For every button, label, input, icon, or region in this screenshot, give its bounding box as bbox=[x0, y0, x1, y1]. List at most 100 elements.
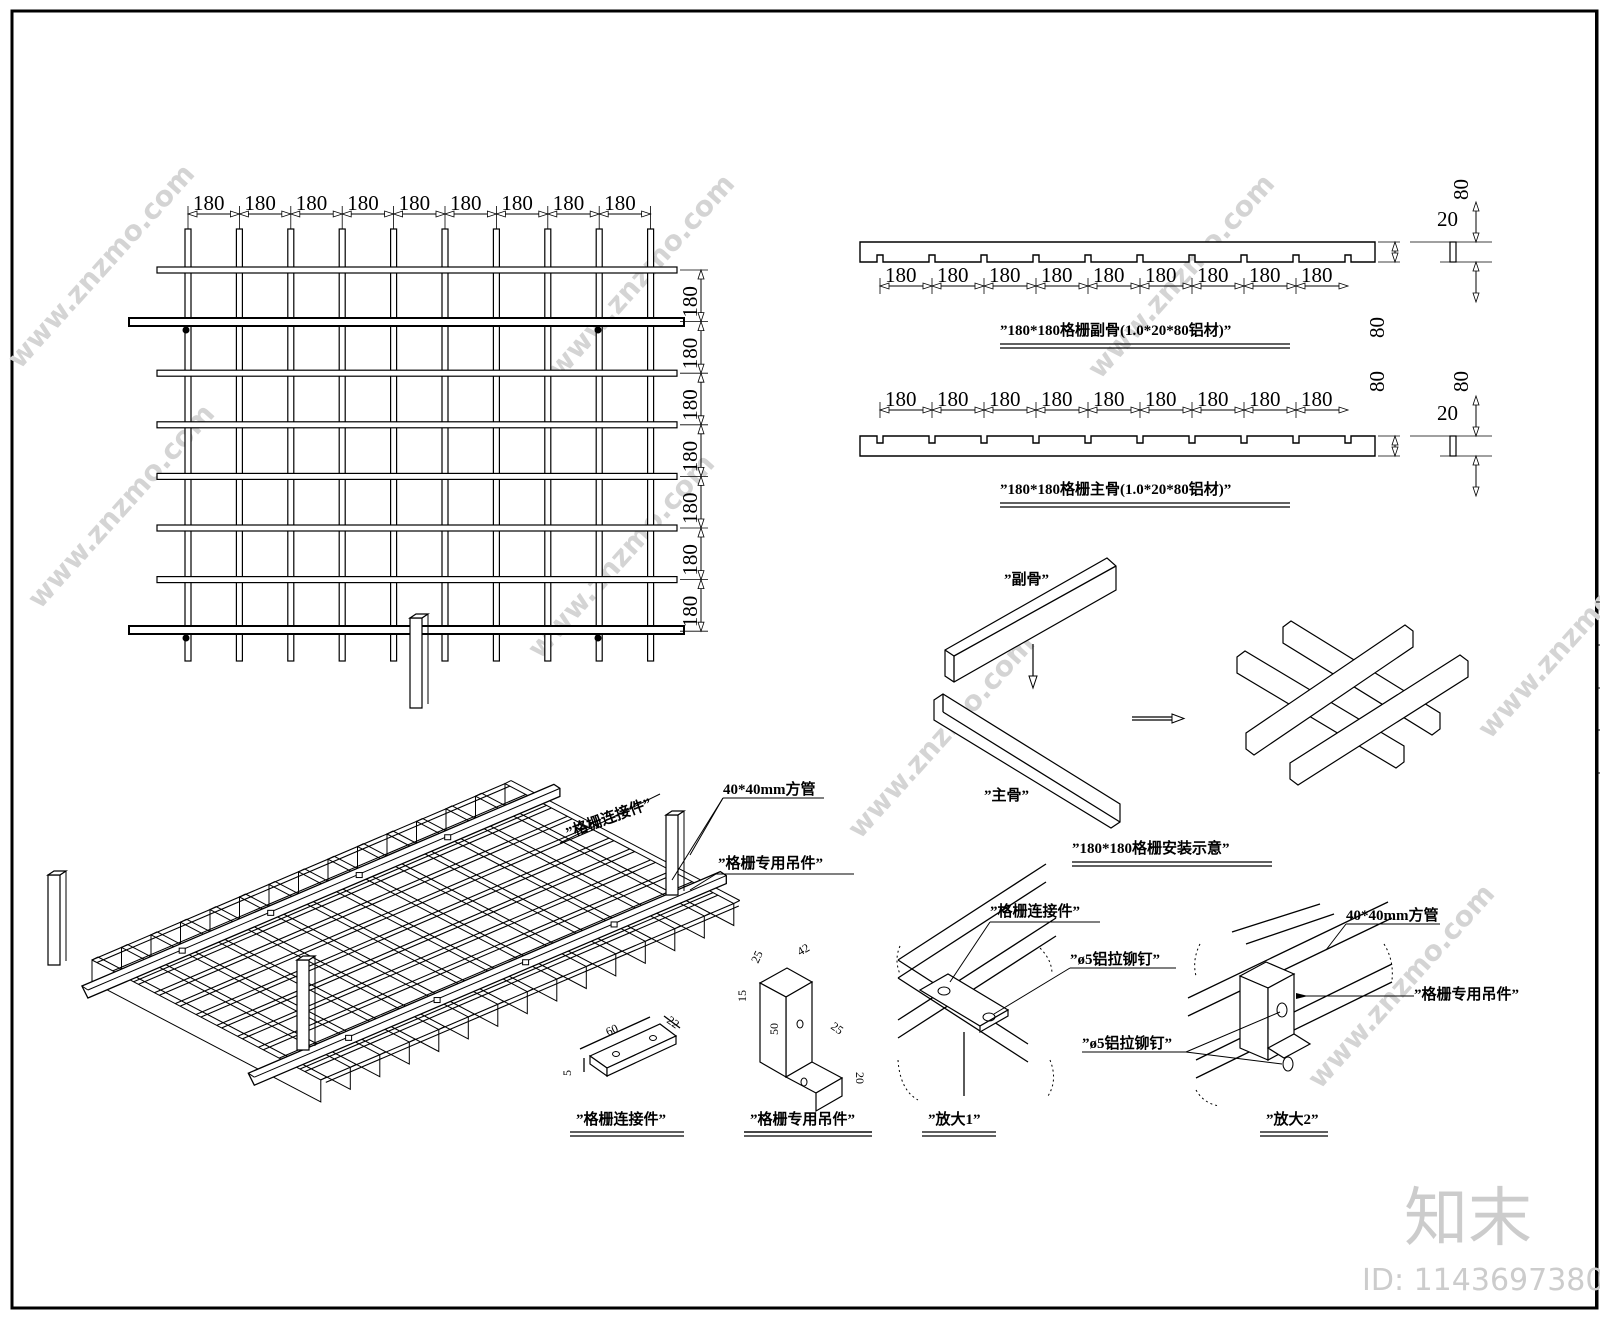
hanger-caption: ”格栅专用吊件” bbox=[750, 1110, 855, 1128]
iso-connector bbox=[522, 959, 530, 966]
plan-carrier-tube bbox=[128, 625, 685, 635]
iso-hanger-post bbox=[665, 814, 679, 896]
iso-cross-slat bbox=[133, 804, 547, 983]
iso-cross-slat bbox=[174, 826, 589, 1005]
detail2-tube-label: 40*40mm方管 bbox=[1346, 906, 1439, 924]
iso-carrier-tube bbox=[247, 870, 727, 1087]
connector-dim-thick: 5 bbox=[560, 1070, 574, 1076]
hanger-dim-b: 42 bbox=[795, 940, 812, 958]
plan-right-dim-label: 180 bbox=[678, 596, 702, 628]
watermark-text: www.znzmo.com bbox=[1471, 527, 1600, 745]
install-main-label: ”主骨” bbox=[984, 786, 1029, 804]
hanger-dim-c: 15 bbox=[735, 990, 749, 1002]
detail2-caption: ”放大2” bbox=[1266, 1110, 1319, 1128]
iso-connector bbox=[178, 947, 186, 954]
main-bone-height: 80 bbox=[1365, 371, 1389, 392]
iso-connector bbox=[433, 997, 441, 1004]
bone-dim-label: 180 bbox=[989, 387, 1021, 411]
iso-cross-slat bbox=[112, 793, 527, 972]
plan-vertical-slat bbox=[184, 228, 192, 662]
sub-bone-height: 80 bbox=[1365, 317, 1389, 338]
install-diagram bbox=[933, 557, 1469, 829]
plan-top-dim-label: 180 bbox=[244, 191, 276, 215]
iso-hanger-post bbox=[296, 959, 310, 1051]
iso-cross-slat bbox=[299, 892, 714, 1070]
bone-dim-label: 180 bbox=[937, 263, 969, 287]
bone-dim-label: 180 bbox=[937, 387, 969, 411]
hanger-dim-f: 20 bbox=[853, 1072, 867, 1084]
plan-top-dim-label: 180 bbox=[553, 191, 585, 215]
bone-dim-label: 180 bbox=[1249, 263, 1281, 287]
plan-top-dim-label: 180 bbox=[501, 191, 533, 215]
connector-part bbox=[579, 1015, 681, 1078]
plan-top-dim-label: 180 bbox=[604, 191, 636, 215]
bone-dim-label: 180 bbox=[1197, 387, 1229, 411]
iso-hanger-post bbox=[409, 617, 423, 709]
iso-connector-leader bbox=[559, 793, 661, 844]
hanger-dim-e: 25 bbox=[828, 1019, 846, 1037]
iso-connector bbox=[355, 872, 363, 879]
title-block-fragment bbox=[1596, 601, 1600, 774]
bone-dim-label: 180 bbox=[885, 263, 917, 287]
plan-hanger-point bbox=[594, 634, 602, 642]
plan-horizontal-slat bbox=[156, 575, 678, 584]
detail2-hanger-label: ”格栅专用吊件” bbox=[1414, 985, 1519, 1003]
install-assembled-sub-1 bbox=[1245, 624, 1414, 756]
plan-right-dim-label: 180 bbox=[678, 286, 702, 318]
iso-tube-label: 40*40mm方管 bbox=[723, 780, 816, 798]
plan-top-dim-label: 180 bbox=[450, 191, 482, 215]
install-sub-bone bbox=[944, 557, 1117, 683]
plan-vertical-slat bbox=[235, 228, 243, 662]
install-caption: ”180*180格栅安装示意” bbox=[1072, 839, 1230, 857]
plan-right-dim-label: 180 bbox=[678, 338, 702, 370]
sub-bone-caption: ”180*180格栅副骨(1.0*20*80铝材)” bbox=[1000, 321, 1231, 339]
iso-cross-slat bbox=[91, 783, 506, 961]
plan-vertical-slat bbox=[441, 228, 449, 662]
detail-2-view bbox=[1187, 901, 1393, 1107]
detail1-connector-label: ”格栅连接件” bbox=[990, 902, 1080, 920]
bone-dim-label: 180 bbox=[1301, 263, 1333, 287]
iso-hanger-label: ”格栅专用吊件” bbox=[718, 854, 823, 872]
main-bone-section-height: 80 bbox=[1449, 371, 1473, 392]
sub-bone-section-width: 20 bbox=[1437, 207, 1458, 231]
detail-1-view bbox=[896, 863, 1057, 1101]
install-assembled-sub-2 bbox=[1289, 654, 1469, 786]
iso-hanger-post bbox=[47, 874, 61, 966]
bone-dim-label: 180 bbox=[1301, 387, 1333, 411]
plan-hanger-point bbox=[182, 326, 190, 334]
isometric-grid-view bbox=[46, 613, 741, 1103]
plan-hanger-point bbox=[594, 326, 602, 334]
watermark-id: ID: 1143697380 bbox=[1362, 1263, 1600, 1298]
bone-dim-label: 180 bbox=[1249, 387, 1281, 411]
sub-bone-section-height: 80 bbox=[1449, 179, 1473, 200]
plan-vertical-slat bbox=[492, 228, 500, 662]
sub-bone-elevation bbox=[859, 241, 1376, 263]
watermark-text: www.znzmo.com bbox=[1, 157, 202, 375]
bone-section bbox=[1449, 241, 1457, 263]
bone-dim-label: 180 bbox=[1197, 263, 1229, 287]
hanger-dim-d: 50 bbox=[767, 1023, 781, 1035]
main-bone-section-width: 20 bbox=[1437, 401, 1458, 425]
iso-connector bbox=[345, 1034, 353, 1041]
iso-cross-slat bbox=[216, 848, 631, 1026]
plan-horizontal-slat bbox=[156, 369, 678, 377]
plan-horizontal-slat bbox=[156, 421, 678, 429]
plan-top-dim-label: 180 bbox=[399, 191, 431, 215]
iso-connector bbox=[444, 834, 452, 841]
bone-dim-label: 180 bbox=[1145, 387, 1177, 411]
main-bone-elevation bbox=[859, 435, 1376, 457]
iso-cross-slat bbox=[195, 837, 610, 1016]
connector-dim-length: 60 bbox=[604, 1021, 621, 1039]
detail2-rivet-label: ”ø5铝拉铆钉” bbox=[1082, 1034, 1172, 1052]
iso-carrier-tube bbox=[81, 783, 561, 999]
plan-top-dim-label: 180 bbox=[296, 191, 328, 215]
plan-top-dim-label: 180 bbox=[347, 191, 379, 215]
plan-vertical-slat bbox=[646, 228, 655, 662]
bone-dim-label: 180 bbox=[1093, 263, 1125, 287]
plan-vertical-slat bbox=[338, 228, 346, 662]
plan-hanger-point bbox=[182, 634, 190, 642]
